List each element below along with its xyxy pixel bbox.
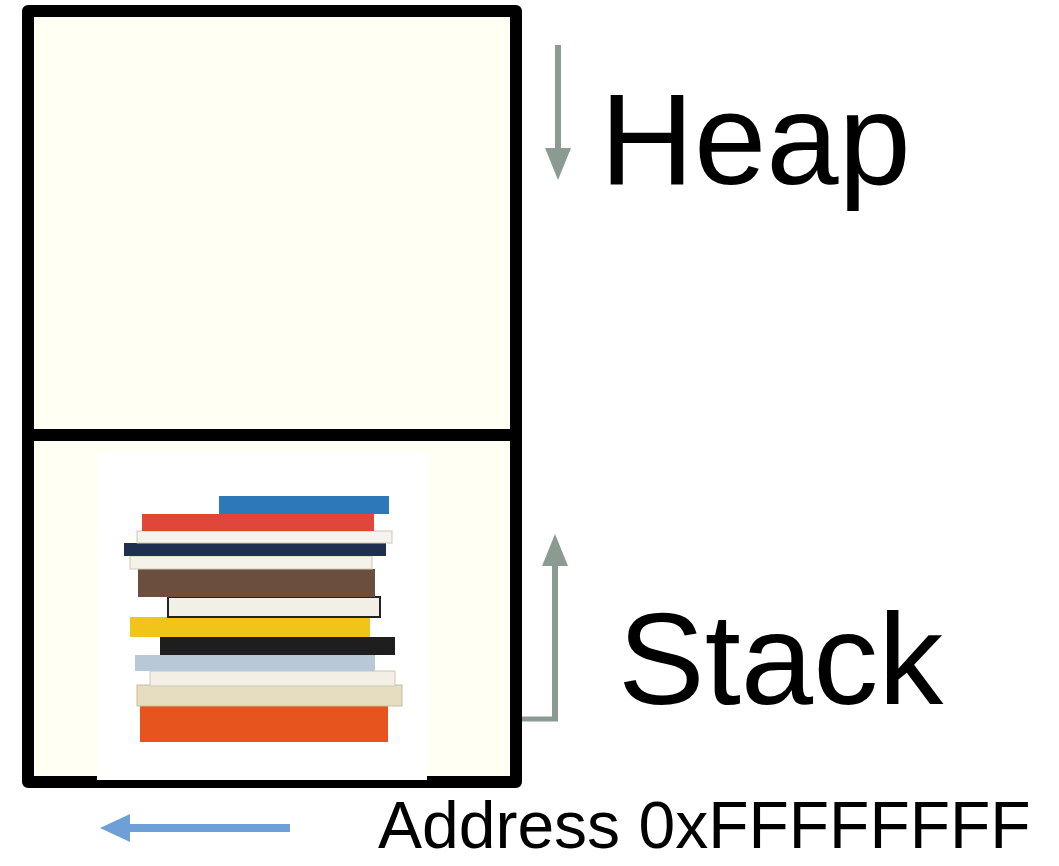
address-arrow: [100, 814, 290, 842]
stack-region: [28, 435, 516, 782]
book-stack-picture: [97, 452, 427, 780]
address-label: Address 0xFFFFFFFF: [378, 792, 1031, 858]
stack-label-holder: Stack: [618, 594, 943, 724]
heap-label: Heap: [600, 74, 911, 204]
address-label-holder: Address 0xFFFFFFFF: [378, 792, 1031, 858]
stack-label: Stack: [618, 594, 943, 724]
heap-label-holder: Heap: [600, 74, 911, 204]
heap-arrow: [545, 45, 571, 180]
heap-region: [28, 11, 516, 435]
stack-arrow: [522, 534, 568, 721]
